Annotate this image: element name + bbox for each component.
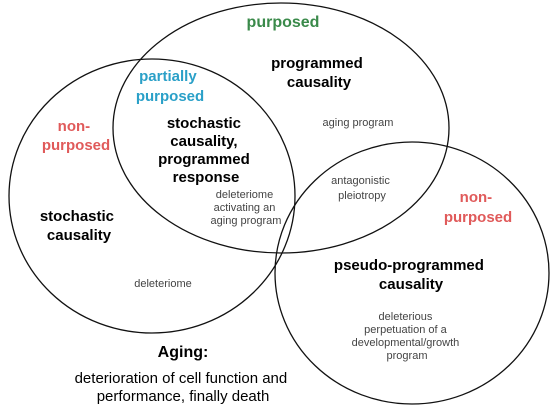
label-partially-purposed: partially purposed — [136, 68, 204, 105]
note-antagonistic-pleiotropy-line-1: antagonistic — [331, 175, 390, 187]
caption-body: deterioration of cell function and perfo… — [75, 370, 292, 405]
heading-programmed-causality-line-1: programmed — [271, 55, 363, 72]
heading-pseudo-programmed: pseudo-programmed causality — [334, 257, 488, 293]
heading-stochastic-causality-line-1: stochastic — [40, 208, 114, 225]
heading-stochastic-causality-line-2: causality — [47, 227, 112, 244]
heading-stochastic-programmed-line-2: causality, — [170, 133, 237, 150]
label-non-purposed-left-line-1: non- — [58, 118, 90, 135]
caption-title: Aging: — [158, 344, 209, 361]
label-purposed: purposed — [247, 14, 320, 31]
label-partially-purposed-line-1: partially — [139, 68, 197, 85]
heading-stochastic-programmed-line-3: programmed — [158, 151, 250, 168]
label-non-purposed-right-line-1: non- — [460, 189, 492, 206]
note-antagonistic-pleiotropy-line-2: pleiotropy — [338, 190, 386, 202]
label-non-purposed-left: non- purposed — [42, 118, 110, 154]
caption-body-line-2: performance, finally death — [97, 388, 270, 405]
note-deleterious-perpetuation-line-4: program — [387, 350, 428, 362]
circle-purposed — [112, 2, 450, 254]
label-non-purposed-right: non- purposed — [444, 189, 512, 226]
heading-stochastic-causality: stochastic causality — [40, 208, 118, 244]
caption-body-line-1: deterioration of cell function and — [75, 370, 288, 387]
label-non-purposed-right-line-2: purposed — [444, 209, 512, 226]
note-deleterious-perpetuation: deleterious perpetuation of a developmen… — [352, 311, 463, 362]
circle-stochastic — [8, 58, 296, 334]
note-deleteriome: deleteriome — [134, 278, 191, 290]
label-non-purposed-left-line-2: purposed — [42, 137, 110, 154]
note-deleterious-perpetuation-line-2: perpetuation of a — [364, 324, 447, 336]
note-deleteriome-activating-line-3: aging program — [211, 215, 282, 227]
heading-stochastic-programmed-line-4: response — [173, 169, 240, 186]
heading-stochastic-programmed: stochastic causality, programmed respons… — [158, 115, 254, 186]
note-aging-program: aging program — [323, 117, 394, 129]
note-deleterious-perpetuation-line-1: deleterious — [379, 311, 433, 323]
heading-stochastic-programmed-line-1: stochastic — [167, 115, 241, 132]
circle-pseudo-programmed — [274, 141, 550, 405]
note-deleteriome-activating-line-1: deleteriome — [216, 189, 273, 201]
heading-programmed-causality: programmed causality — [271, 55, 367, 91]
note-deleterious-perpetuation-line-3: developmental/growth — [352, 337, 460, 349]
heading-programmed-causality-line-2: causality — [287, 74, 352, 91]
note-deleteriome-activating: deleteriome activating an aging program — [211, 189, 282, 227]
note-antagonistic-pleiotropy: antagonistic pleiotropy — [331, 175, 393, 202]
label-partially-purposed-line-2: purposed — [136, 88, 204, 105]
heading-pseudo-programmed-line-2: causality — [379, 276, 444, 293]
heading-pseudo-programmed-line-1: pseudo-programmed — [334, 257, 484, 274]
note-deleteriome-activating-line-2: activating an — [214, 202, 276, 214]
